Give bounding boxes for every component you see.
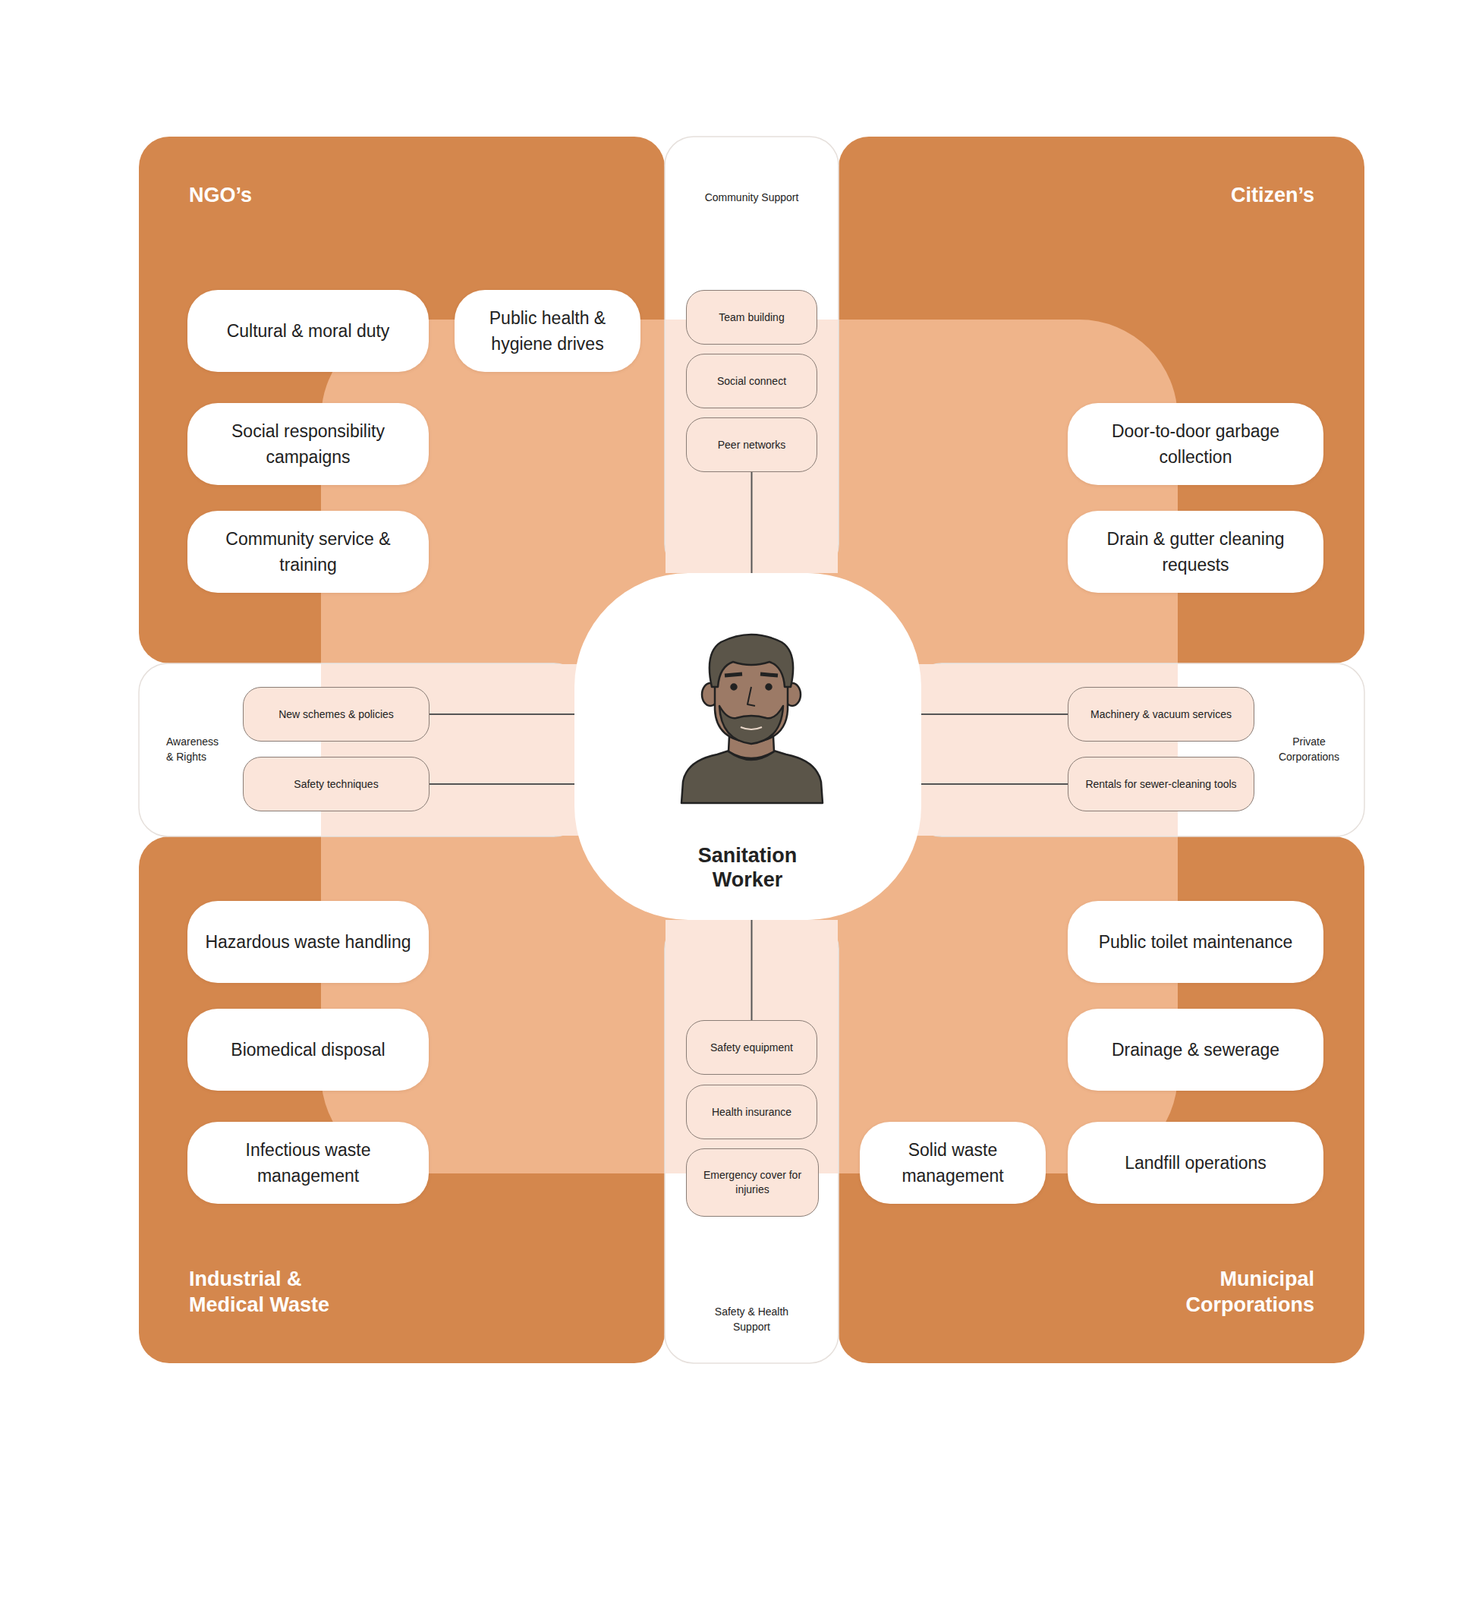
connector-line (429, 713, 575, 715)
pill-label: Infectious waste management (201, 1136, 416, 1189)
band-label: Awareness & Rights (166, 733, 229, 765)
role-pill: Landfill operations (1067, 1121, 1324, 1204)
support-chip: Rentals for sewer-cleaning tools (1067, 756, 1255, 812)
pill-label: Public toilet maintenance (1098, 928, 1294, 955)
connector-line (751, 919, 753, 1020)
support-chip: Safety techniques (242, 756, 430, 812)
connector-line (921, 713, 1068, 715)
brow (724, 673, 743, 676)
panel-heading: Citizen’s (1230, 182, 1315, 208)
role-pill: Social responsibility campaigns (187, 402, 429, 485)
beard (719, 705, 784, 744)
quadrant-panel: NGO’sCultural & moral duty Public health … (138, 136, 665, 664)
chip-label: Machinery & vacuum services (1090, 707, 1232, 722)
chip-label: Rentals for sewer-cleaning tools (1085, 777, 1237, 792)
support-band: Awareness & Rights New schemes & policies… (138, 663, 583, 837)
chip-label: Social connect (717, 374, 787, 389)
support-chip: New schemes & policies (242, 686, 430, 742)
role-pill: Public toilet maintenance (1067, 900, 1324, 983)
chip-label: Safety equipment (710, 1040, 793, 1055)
inner-square (320, 319, 1178, 1174)
support-chip: Social connect (686, 353, 818, 409)
panel-heading: Industrial & Medical Waste (188, 1265, 366, 1318)
role-pill: Solid waste management (859, 1121, 1046, 1204)
nose (747, 686, 756, 706)
support-chip: Peer networks (686, 417, 818, 473)
role-pill: Door-to-door garbage collection (1067, 402, 1324, 485)
center-label: Sanitation Worker (671, 843, 824, 892)
collar (728, 751, 775, 760)
pill-label: Hazardous waste handling (204, 928, 411, 955)
chip-label: New schemes & policies (278, 707, 394, 722)
support-chip: Safety equipment (686, 1019, 818, 1075)
connector-line (429, 783, 575, 785)
pill-label: Door-to-door garbage collection (1081, 418, 1310, 470)
support-chip: Emergency cover for injuries (686, 1148, 819, 1217)
eye (731, 684, 737, 690)
role-pill: Infectious waste management (187, 1121, 429, 1204)
mouth (740, 726, 762, 730)
support-chip: Health insurance (686, 1084, 818, 1140)
panel-heading: Municipal Corporations (1154, 1265, 1315, 1318)
pill-label: Drainage & sewerage (1111, 1036, 1280, 1063)
connector-line (751, 472, 753, 573)
pill-label: Drain & gutter cleaning requests (1081, 525, 1310, 578)
band-label: Safety & Health Support (713, 1303, 790, 1335)
chip-label: Emergency cover for injuries (694, 1167, 811, 1197)
pill-label: Landfill operations (1124, 1149, 1267, 1176)
band (912, 663, 1365, 837)
center-node: Sanitation Worker (574, 572, 922, 920)
support-chip: Machinery & vacuum services (1067, 686, 1255, 742)
support-chip: Team building (686, 289, 818, 345)
chip-label: Health insurance (711, 1104, 792, 1120)
band-label: Community Support (664, 189, 839, 205)
pill-label: Cultural & moral duty (226, 317, 391, 344)
band-overlap (665, 319, 838, 573)
band (664, 919, 839, 1363)
quadrant-panel: Municipal Corporations Public toilet main… (838, 836, 1365, 1363)
band-label: Private Corporations (1276, 733, 1342, 765)
role-pill: Drain & gutter cleaning requests (1067, 510, 1324, 593)
pill-label: Biomedical disposal (230, 1036, 385, 1063)
panel-heading: NGO’s (188, 182, 252, 208)
band (664, 136, 839, 573)
role-pill: Cultural & moral duty (187, 289, 429, 372)
role-pill: Biomedical disposal (187, 1008, 429, 1091)
pill-label: Social responsibility campaigns (201, 418, 416, 470)
eye (766, 684, 772, 690)
chip-label: Team building (718, 310, 784, 325)
role-pill: Drainage & sewerage (1067, 1008, 1324, 1091)
chip-label: Safety techniques (293, 777, 378, 792)
quadrant-panel: Industrial & Medical Waste Hazardous wast… (138, 836, 665, 1363)
support-band: Community SupportTeam buildingSocial con… (664, 136, 839, 573)
pill-label: Public health & hygiene drives (468, 305, 627, 357)
connector-line (921, 783, 1068, 785)
center-square (574, 572, 922, 920)
support-band: Private Corporations Machinery & vacuum s… (912, 663, 1365, 837)
worker-illustration (681, 634, 823, 803)
band-overlap (665, 919, 838, 1174)
band (138, 663, 583, 837)
pill-label: Solid waste management (873, 1136, 1033, 1189)
hair (709, 634, 793, 687)
pill-label: Community service & training (201, 525, 416, 578)
brow (760, 673, 778, 676)
chip-label: Peer networks (717, 437, 786, 453)
quadrant-panel: Citizen’sDoor-to-door garbage collection… (838, 136, 1365, 664)
support-band: Safety & Health Support Safety equipmentH… (664, 919, 839, 1363)
role-pill: Hazardous waste handling (187, 900, 429, 983)
role-pill: Community service & training (187, 510, 429, 593)
role-pill: Public health & hygiene drives (454, 289, 641, 372)
